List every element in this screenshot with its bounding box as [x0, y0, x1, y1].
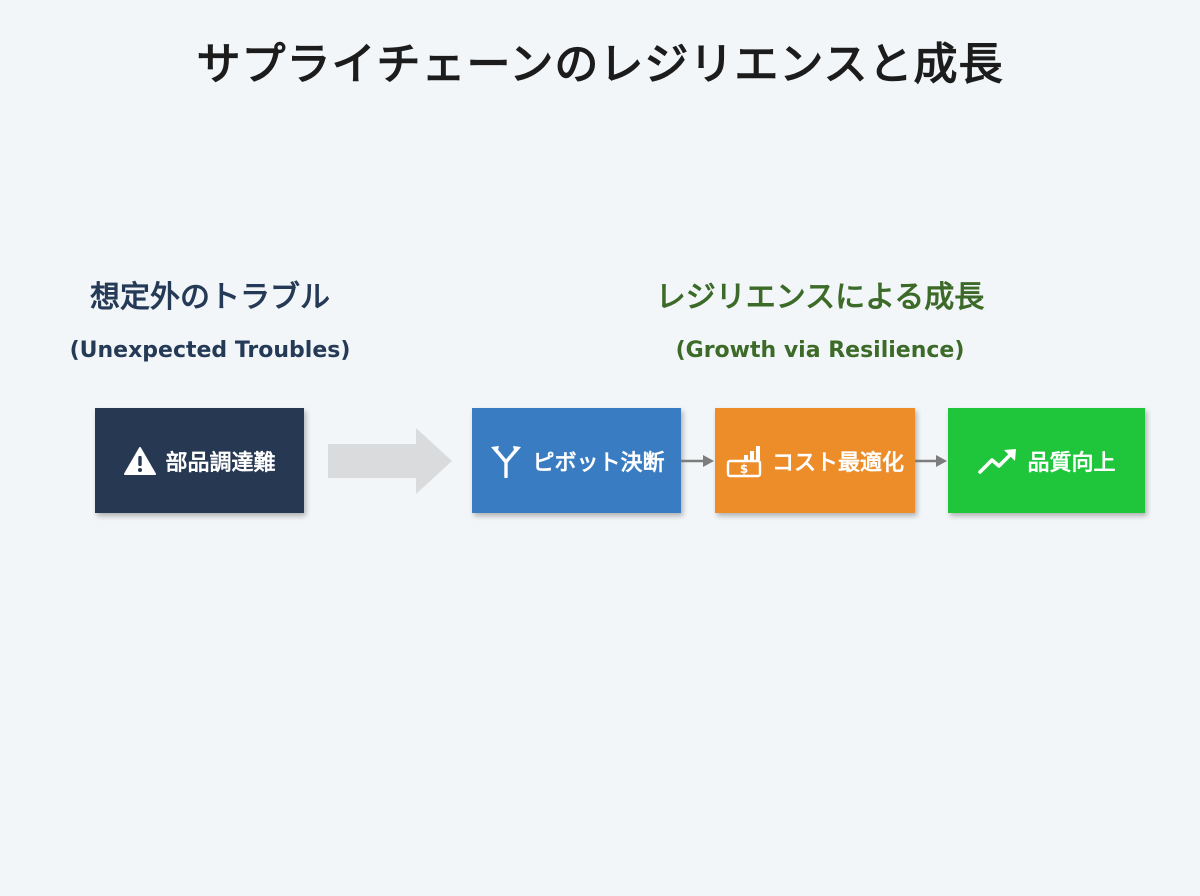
pivot-decision-label: ピボット決断: [532, 450, 665, 476]
flow-arrow-2: [915, 455, 947, 467]
quality-improvement-box: 品質向上: [948, 408, 1145, 513]
cost-optimization-label: コスト最適化: [771, 450, 904, 476]
flow-arrow-1: [681, 455, 714, 467]
growth-heading-group: レジリエンスによる成長 (Growth via Resilience): [600, 278, 1040, 366]
growth-subheading: (Growth via Resilience): [675, 338, 965, 363]
warning-icon: [123, 446, 157, 476]
fork-arrows-icon: [488, 444, 524, 478]
money-chart-icon: $: [726, 444, 764, 478]
parts-procurement-box: 部品調達難: [95, 408, 304, 513]
quality-improvement-label: 品質向上: [1027, 450, 1116, 476]
svg-text:$: $: [740, 462, 748, 476]
growth-heading: レジリエンスによる成長: [655, 280, 985, 315]
page-title: サプライチェーンのレジリエンスと成長: [196, 39, 1004, 90]
transition-arrow: [328, 428, 452, 494]
trend-up-icon: [977, 446, 1019, 476]
pivot-decision-box: ピボット決断: [472, 408, 681, 513]
cost-optimization-box: $ コスト最適化: [715, 408, 915, 513]
troubles-heading: 想定外のトラブル: [90, 280, 330, 315]
troubles-subheading: (Unexpected Troubles): [69, 338, 351, 363]
troubles-heading-group: 想定外のトラブル (Unexpected Troubles): [40, 278, 380, 366]
parts-procurement-label: 部品調達難: [165, 450, 276, 476]
